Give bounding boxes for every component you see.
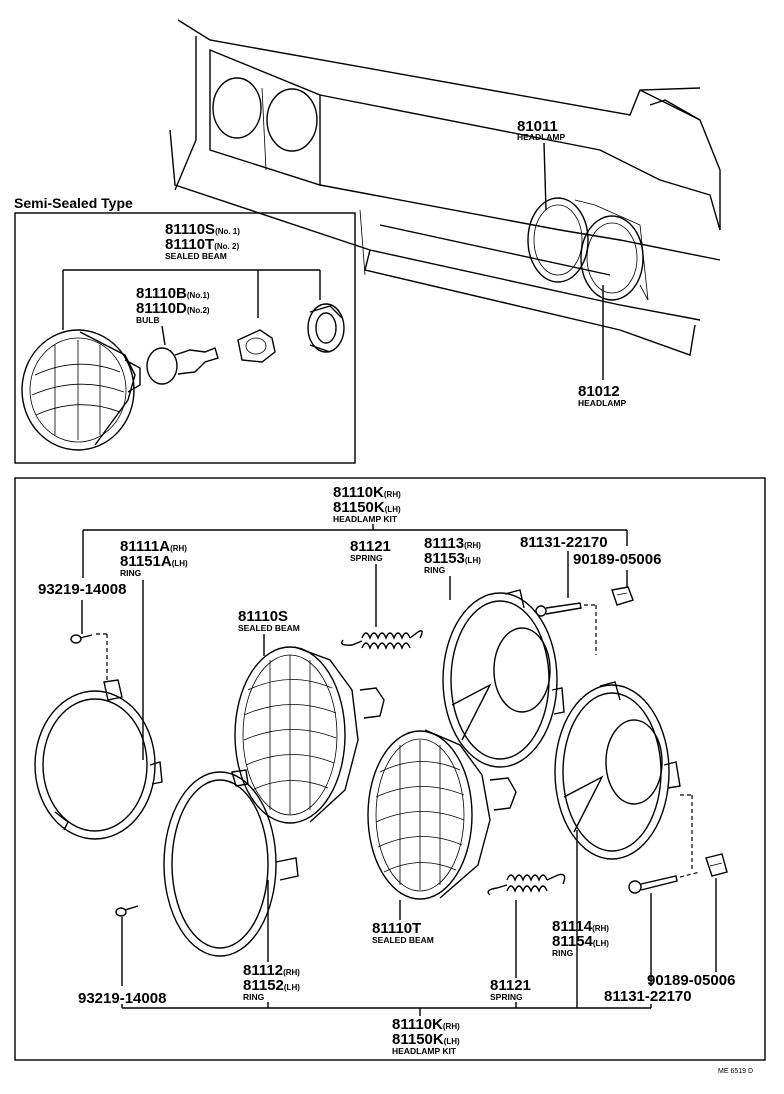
svg-text:HEADLAMP KIT: HEADLAMP KIT bbox=[333, 514, 398, 524]
svg-text:SPRING: SPRING bbox=[490, 992, 523, 1002]
screw-top-illustration bbox=[70, 633, 108, 680]
svg-text:81131-22170: 81131-22170 bbox=[604, 988, 692, 1005]
sealed-beam-semi-line2: 81110T(No. 2) bbox=[165, 236, 239, 253]
callout-screw-bottom: 93219-14008 bbox=[78, 990, 166, 1007]
sealed-beam-semi-line1: 81110S(No. 1) bbox=[165, 221, 240, 238]
svg-text:RING: RING bbox=[424, 565, 446, 575]
car-front-illustration bbox=[169, 19, 721, 356]
callout-bolt-bottom: 81131-22170 bbox=[604, 893, 692, 1005]
svg-text:BULB: BULB bbox=[136, 315, 160, 325]
svg-text:81121: 81121 bbox=[350, 538, 391, 555]
clip-bottom-illustration bbox=[705, 853, 728, 877]
svg-text:90189-05006: 90189-05006 bbox=[573, 551, 661, 568]
ring-114-illustration bbox=[554, 681, 693, 870]
callout-clip-top: 90189-05006 bbox=[573, 551, 661, 588]
sealed-beam-t-illustration bbox=[367, 729, 517, 900]
semi-sealed-box bbox=[14, 212, 356, 464]
screw-bottom-illustration bbox=[115, 905, 139, 986]
svg-text:81121: 81121 bbox=[490, 977, 531, 994]
callout-ring-114: 81114(RH) 81154(LH) RING bbox=[552, 830, 609, 1005]
svg-text:93219-14008: 93219-14008 bbox=[78, 990, 166, 1007]
svg-text:81011: 81011 bbox=[517, 118, 558, 135]
svg-text:81110S: 81110S bbox=[238, 608, 288, 625]
svg-text:81114(RH): 81114(RH) bbox=[552, 918, 609, 935]
svg-text:81151A(LH): 81151A(LH) bbox=[120, 553, 188, 570]
callout-bulb: 81110B(No.1) 81110D(No.2) BULB bbox=[136, 285, 210, 346]
callout-bolt-top: 81131-22170 bbox=[520, 534, 608, 598]
headlamp-kit-box bbox=[14, 477, 766, 1061]
svg-text:81150K(LH): 81150K(LH) bbox=[333, 499, 401, 516]
spring-bottom-illustration bbox=[487, 873, 566, 896]
callout-sealed-s: 81110S SEALED BEAM bbox=[238, 608, 300, 656]
bulb-line1: 81110B(No.1) bbox=[136, 285, 210, 302]
svg-text:SEALED BEAM: SEALED BEAM bbox=[165, 251, 227, 261]
svg-text:SEALED BEAM: SEALED BEAM bbox=[238, 623, 300, 633]
svg-text:HEADLAMP: HEADLAMP bbox=[578, 398, 626, 408]
svg-text:81012: 81012 bbox=[578, 383, 620, 400]
svg-text:81150K(LH): 81150K(LH) bbox=[392, 1031, 460, 1048]
callout-screw-top: 93219-14008 bbox=[38, 581, 126, 634]
ring-a-illustration bbox=[34, 679, 163, 840]
svg-text:SPRING: SPRING bbox=[350, 553, 383, 563]
callout-kit-bottom: 81110K(RH) 81150K(LH) HEADLAMP KIT bbox=[121, 1002, 652, 1056]
ring-113-illustration bbox=[442, 589, 565, 768]
bolt-bottom-illustration bbox=[628, 871, 701, 894]
callout-ring-112: 81112(RH) 81152(LH) RING bbox=[243, 880, 300, 1002]
svg-text:81111A(RH): 81111A(RH) bbox=[120, 538, 187, 555]
clip-top-illustration bbox=[611, 586, 634, 606]
svg-text:81112(RH): 81112(RH) bbox=[243, 962, 300, 979]
svg-text:93219-14008: 93219-14008 bbox=[38, 581, 126, 598]
callout-spring-top: 81121 SPRING bbox=[350, 538, 391, 627]
callout-spring-bottom: 81121 SPRING bbox=[490, 900, 531, 1002]
svg-text:RING: RING bbox=[243, 992, 265, 1002]
callout-81011: 81011 HEADLAMP bbox=[517, 118, 565, 211]
callout-sealed-beam-semi: 81110S(No. 1) 81110T(No. 2) SEALED BEAM bbox=[62, 221, 321, 330]
callout-clip-bottom: 90189-05006 bbox=[647, 878, 735, 989]
bulb-line2: 81110D(No.2) bbox=[136, 300, 210, 317]
spring-top-illustration bbox=[341, 630, 423, 650]
footer-code: ME 6519 D bbox=[718, 1068, 753, 1075]
svg-text:SEALED BEAM: SEALED BEAM bbox=[372, 935, 434, 945]
callout-ring-a: 81111A(RH) 81151A(LH) RING bbox=[120, 538, 188, 760]
svg-text:81152(LH): 81152(LH) bbox=[243, 977, 300, 994]
svg-text:81110K(RH): 81110K(RH) bbox=[333, 484, 401, 501]
callout-sealed-t: 81110T SEALED BEAM bbox=[372, 900, 434, 945]
svg-text:81110K(RH): 81110K(RH) bbox=[392, 1016, 460, 1033]
svg-text:HEADLAMP KIT: HEADLAMP KIT bbox=[392, 1046, 457, 1056]
svg-text:RING: RING bbox=[120, 568, 142, 578]
svg-text:81153(LH): 81153(LH) bbox=[424, 550, 481, 567]
svg-text:RING: RING bbox=[552, 948, 574, 958]
ring-112-illustration bbox=[163, 769, 299, 957]
bolt-top-illustration bbox=[535, 602, 597, 655]
sealed-beam-s-illustration bbox=[234, 646, 385, 824]
callout-ring-113: 81113(RH) 81153(LH) RING bbox=[424, 535, 481, 600]
svg-text:81110T: 81110T bbox=[372, 920, 421, 937]
svg-text:81113(RH): 81113(RH) bbox=[424, 535, 481, 552]
svg-text:HEADLAMP: HEADLAMP bbox=[517, 132, 565, 142]
svg-text:81154(LH): 81154(LH) bbox=[552, 933, 609, 950]
svg-text:90189-05006: 90189-05006 bbox=[647, 972, 735, 989]
semi-sealed-lamp-illustration bbox=[21, 303, 345, 451]
svg-text:81131-22170: 81131-22170 bbox=[520, 534, 608, 551]
semi-sealed-title: Semi-Sealed Type bbox=[14, 195, 133, 211]
callout-81012: 81012 HEADLAMP bbox=[578, 285, 626, 408]
callout-kit-top: 81110K(RH) 81150K(LH) HEADLAMP KIT bbox=[82, 484, 628, 578]
